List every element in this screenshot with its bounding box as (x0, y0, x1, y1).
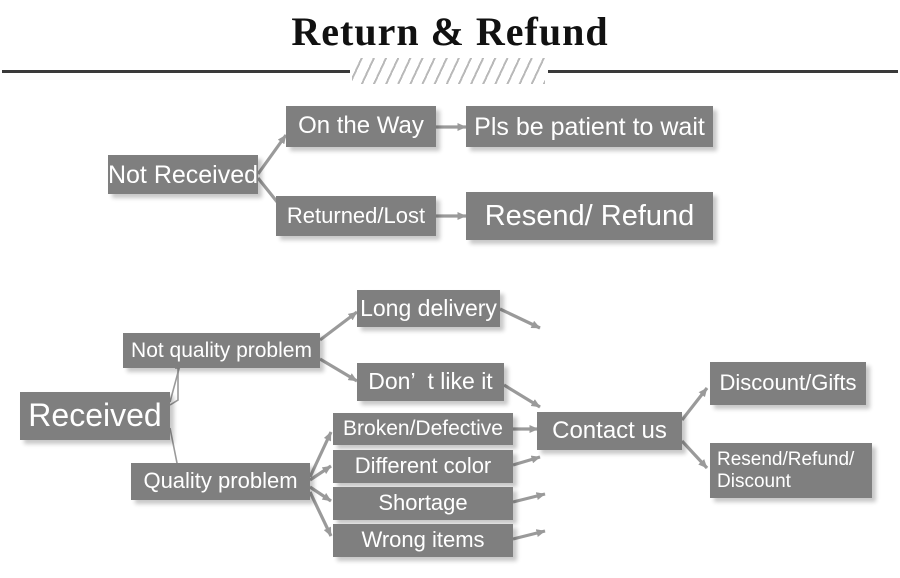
node-dont-like-it[interactable]: Don’ t like it (357, 363, 504, 401)
node-contact-us[interactable]: Contact us (537, 412, 682, 450)
node-not-received[interactable]: Not Received (108, 155, 258, 194)
node-received[interactable]: Received (20, 392, 170, 440)
node-shortage[interactable]: Shortage (333, 487, 513, 520)
node-returned-lost[interactable]: Returned/Lost (276, 196, 436, 236)
divider-hatch-icon (352, 58, 545, 84)
page-title: Return & Refund (291, 9, 609, 54)
node-pls-be-patient-to-wait[interactable]: Pls be patient to wait (466, 106, 713, 147)
node-not-quality-problem[interactable]: Not quality problem (123, 333, 320, 368)
node-long-delivery[interactable]: Long delivery (357, 290, 500, 327)
node-wrong-items[interactable]: Wrong items (333, 524, 513, 557)
node-resend-refund[interactable]: Resend/ Refund (466, 192, 713, 240)
node-quality-problem[interactable]: Quality problem (131, 463, 310, 500)
divider-line-right (548, 70, 898, 73)
node-on-the-way[interactable]: On the Way (286, 106, 436, 147)
node-resend-refund-discount[interactable]: Resend/Refund/ Discount (710, 443, 872, 498)
node-discount-gifts[interactable]: Discount/Gifts (710, 362, 866, 405)
node-broken-defective[interactable]: Broken/Defective (333, 413, 513, 445)
node-different-color[interactable]: Different color (333, 450, 513, 483)
divider-line-left (2, 70, 350, 73)
